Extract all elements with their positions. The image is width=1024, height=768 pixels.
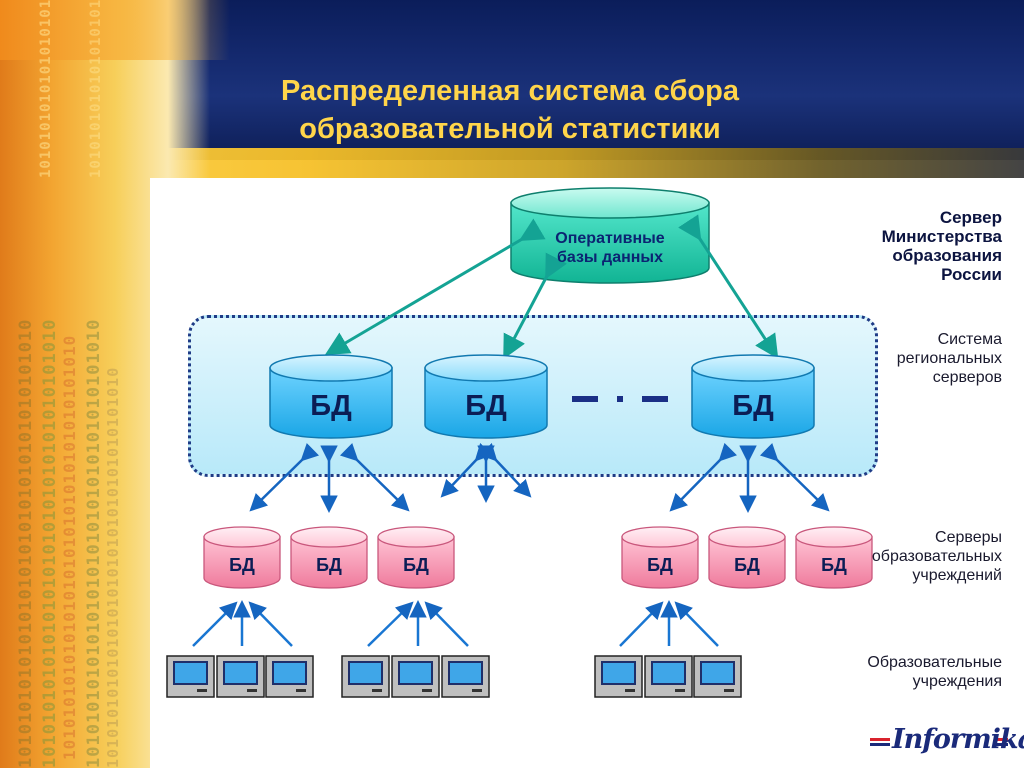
ministry-server-label-line3: образования [892, 246, 1002, 265]
regional-db-1-label: БД [310, 390, 352, 422]
slide-title-line2: образовательной статистики [299, 113, 721, 145]
institution-servers-label: Серверы образовательных учреждений [872, 528, 1002, 585]
institutions-label-line2: учреждения [912, 673, 1002, 690]
institutions-label-line1: Образовательные [867, 654, 1002, 671]
institution-servers-label-line2: образовательных [871, 548, 1002, 565]
ministry-to-regional-arrows [324, 214, 779, 360]
top-left-gold-band [0, 0, 230, 60]
regional-db-3-label: БД [732, 390, 774, 422]
operational-db-label-line2: базы данных [557, 249, 663, 266]
logo-lines-icon [870, 738, 1008, 746]
informika-logo: Informika [870, 722, 1024, 760]
computer-icon [594, 655, 643, 698]
regional-db-3 [691, 354, 815, 439]
institution-db-2 [290, 526, 368, 589]
institution-db-5-label: БД [734, 555, 760, 575]
institution-db-5 [708, 526, 786, 589]
computer-icon [166, 655, 215, 698]
regional-db-2 [424, 354, 548, 439]
operational-db-label-line1: Оперативные [555, 230, 665, 247]
institution-db-3 [377, 526, 455, 589]
slide-title: Распределенная система сбора образовател… [180, 72, 840, 148]
institution-computers [166, 655, 742, 698]
computer-icon [216, 655, 265, 698]
ministry-server-label-line2: Министерства [881, 227, 1002, 246]
ministry-server-label: Сервер Министерства образования России [882, 208, 1002, 284]
regional-db-2-label: БД [465, 390, 507, 422]
institution-db-4 [621, 526, 699, 589]
regional-system-label-line1: Система [937, 331, 1002, 348]
institution-servers-label-line3: учреждений [912, 567, 1002, 584]
institution-upload-arrows [192, 600, 719, 647]
regional-system-label-line3: серверов [932, 369, 1002, 386]
ministry-server-label-line4: России [941, 265, 1002, 284]
regional-db-1 [269, 354, 393, 439]
institution-db-1 [203, 526, 281, 589]
logo-text: Informika [892, 724, 1024, 755]
ministry-server-label-line1: Сервер [939, 208, 1002, 227]
slide-title-line1: Распределенная система сбора [281, 75, 739, 107]
institution-db-2-label: БД [316, 555, 342, 575]
institution-db-6 [795, 526, 873, 589]
institution-db-6-label: БД [821, 555, 847, 575]
operational-db-label: Оперативные базы данных [511, 229, 709, 267]
computer-icon [265, 655, 314, 698]
regional-ellipsis [572, 396, 668, 402]
computer-icon [441, 655, 490, 698]
institutions-label: Образовательные учреждения [867, 653, 1002, 691]
computer-icon [391, 655, 440, 698]
institution-db-1-label: БД [229, 555, 255, 575]
computer-icon [693, 655, 742, 698]
regional-to-institution-arrows [249, 442, 830, 513]
institution-db-4-label: БД [647, 555, 673, 575]
computer-icon [644, 655, 693, 698]
regional-system-label: Система региональных серверов [897, 330, 1002, 387]
computer-icon [341, 655, 390, 698]
institution-db-3-label: БД [403, 555, 429, 575]
regional-system-label-line2: региональных [896, 350, 1002, 367]
institution-servers-label-line1: Серверы [935, 529, 1002, 546]
